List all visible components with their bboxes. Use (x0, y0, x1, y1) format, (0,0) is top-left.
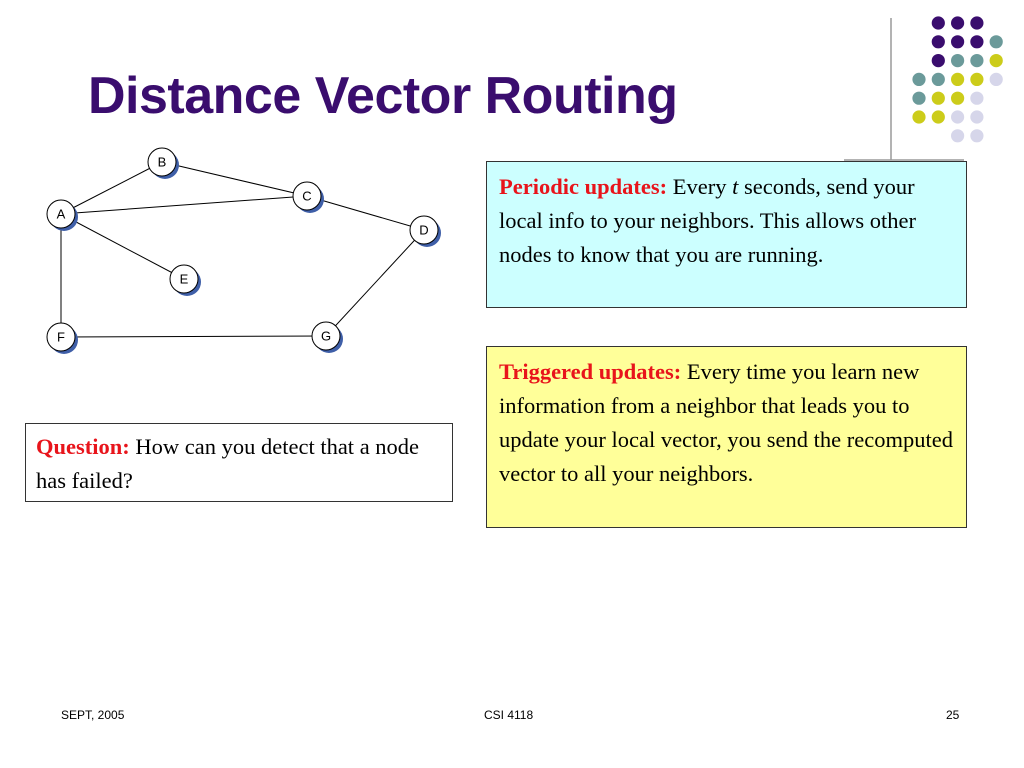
node-circle (46, 199, 76, 229)
footer-date: SEPT, 2005 (61, 708, 125, 722)
triggered-updates-box: Triggered updates: Every time you learn … (486, 346, 967, 528)
decorative-dot (931, 54, 945, 68)
edge-g-d (325, 229, 425, 337)
node-b: B (147, 147, 179, 179)
decorative-dot (931, 110, 945, 124)
node-label: A (57, 207, 66, 222)
node-e: E (169, 264, 201, 296)
edge-c-d (306, 195, 425, 231)
decorative-dot (931, 91, 945, 105)
question-lead: Question: (36, 434, 130, 459)
periodic-updates-variable: t (732, 174, 739, 199)
periodic-updates-box: Periodic updates: Every t seconds, send … (486, 161, 967, 308)
decorative-dot (912, 72, 926, 86)
node-label: E (180, 272, 189, 287)
node-f: F (46, 322, 78, 354)
node-d: D (409, 215, 441, 247)
edge-a-e (60, 213, 185, 280)
slide-title: Distance Vector Routing (88, 67, 678, 125)
node-circle (169, 264, 199, 294)
question-box: Question: How can you detect that a node… (25, 423, 453, 502)
node-label: D (419, 223, 428, 238)
decorative-dot (970, 110, 984, 124)
decorative-dot (951, 129, 965, 143)
decorative-dot (951, 16, 965, 30)
decorative-dot (970, 16, 984, 30)
periodic-updates-lead: Periodic updates: (499, 174, 668, 199)
triggered-updates-lead: Triggered updates: (499, 359, 682, 384)
node-circle (409, 215, 439, 245)
node-label: B (158, 155, 167, 170)
decorative-dot (912, 110, 926, 124)
decorative-dot (970, 129, 984, 143)
decorative-dot (989, 72, 1003, 86)
decorative-dot (951, 72, 965, 86)
edge-a-b (60, 161, 163, 215)
edge-f-g (60, 335, 327, 338)
decorative-dot (931, 16, 945, 30)
node-label: G (321, 329, 331, 344)
decorative-dot (951, 35, 965, 49)
decorative-dot (970, 35, 984, 49)
node-label: C (302, 189, 311, 204)
node-circle (46, 322, 76, 352)
decorative-dot (931, 35, 945, 49)
decorative-dot (912, 91, 926, 105)
node-g: G (311, 321, 343, 353)
decorative-dot (970, 72, 984, 86)
periodic-updates-text-after: seconds, send your local info to your ne… (499, 174, 917, 267)
edge-a-c (60, 195, 308, 215)
node-label: F (57, 330, 65, 345)
decorative-dot (951, 110, 965, 124)
decorative-dot (970, 91, 984, 105)
decorative-dot (951, 54, 965, 68)
decorative-dot (989, 35, 1003, 49)
footer-page-number: 25 (946, 708, 960, 722)
decorative-dot (951, 91, 965, 105)
periodic-updates-text-before: Every (667, 174, 733, 199)
decorative-dot (931, 72, 945, 86)
edge-b-c (161, 161, 308, 197)
node-circle (147, 147, 177, 177)
node-circle (311, 321, 341, 351)
decorative-dot (989, 54, 1003, 68)
decorative-dot (970, 54, 984, 68)
question-text: How can you detect that a node has faile… (36, 434, 420, 493)
node-c: C (292, 181, 324, 213)
node-a: A (46, 199, 78, 231)
footer-course: CSI 4118 (484, 708, 534, 722)
triggered-updates-text: Every time you learn new information fro… (499, 359, 953, 486)
node-circle (292, 181, 322, 211)
